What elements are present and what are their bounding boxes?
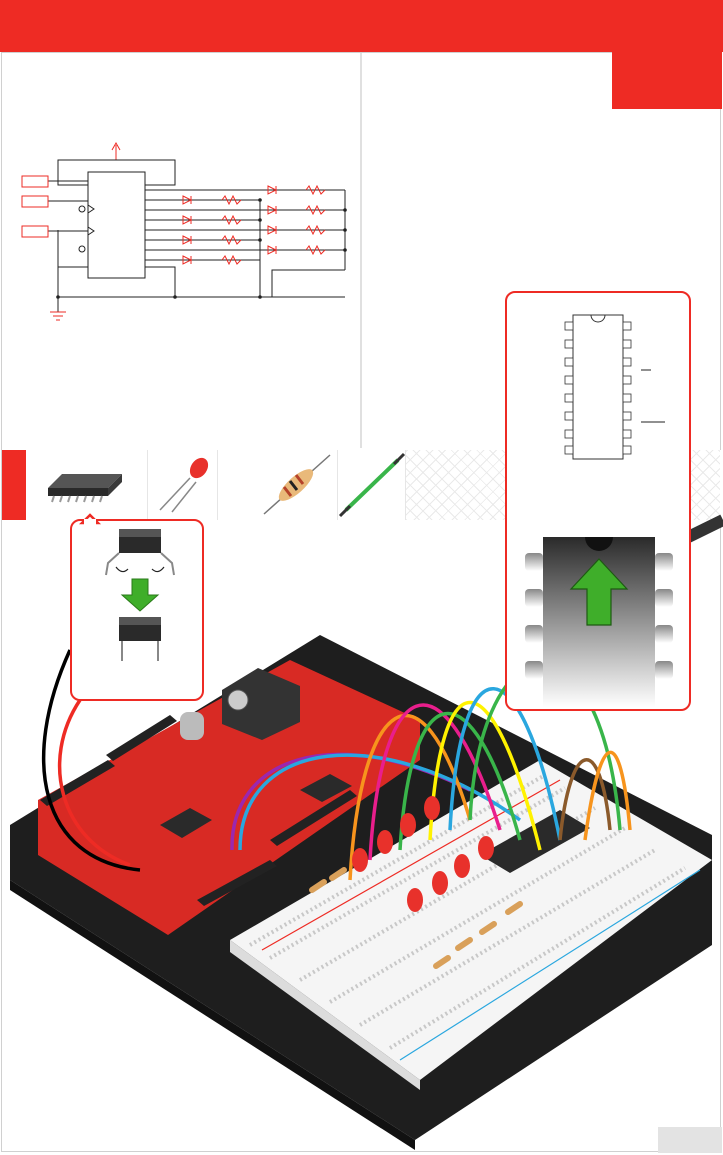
down-arrow-icon (122, 579, 158, 611)
ic-notch-diagram (505, 291, 691, 711)
ic-orientation-diagram (70, 519, 204, 701)
page-number (658, 1131, 722, 1151)
ic-pinout-icon (565, 315, 665, 459)
ic-pin-bend-icon (106, 529, 174, 575)
